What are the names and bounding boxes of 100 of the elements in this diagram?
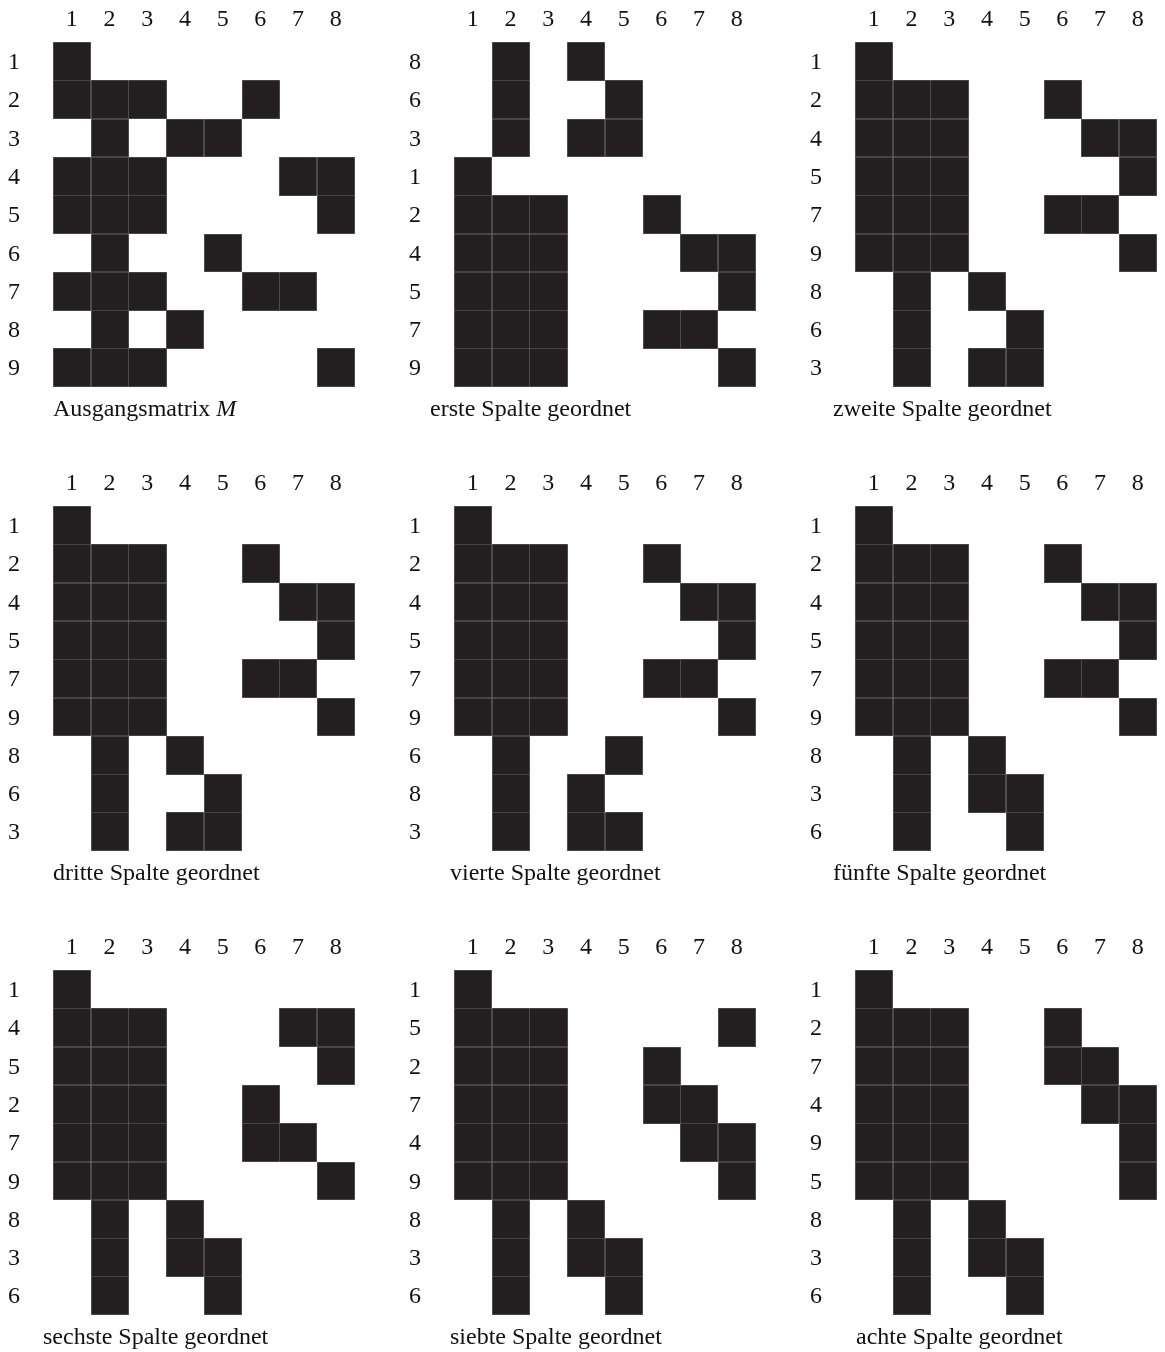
row-number: 4 (810, 587, 822, 616)
row-number: 8 (8, 315, 20, 344)
column-number: 1 (64, 932, 79, 960)
column-number: 6 (1055, 4, 1070, 32)
column-number: 4 (979, 4, 994, 32)
matrix-caption: erste Spalte geordnet (430, 394, 632, 422)
row-number: 4 (8, 587, 20, 616)
column-number: 8 (1130, 4, 1145, 32)
column-number: 5 (215, 932, 230, 960)
row-number: 5 (409, 276, 421, 305)
column-number: 8 (328, 468, 343, 496)
matrix-caption: sechste Spalte geordnet (43, 1322, 269, 1350)
column-number: 2 (503, 932, 518, 960)
row-number: 3 (810, 779, 822, 808)
column-number: 5 (616, 932, 631, 960)
column-number: 6 (1055, 932, 1070, 960)
column-number: 2 (503, 468, 518, 496)
column-number: 3 (541, 4, 556, 32)
row-number: 9 (409, 702, 421, 731)
column-number: 5 (616, 468, 631, 496)
row-number: 9 (409, 353, 421, 382)
column-number: 1 (465, 932, 480, 960)
row-number: 4 (409, 1128, 421, 1157)
column-number: 6 (253, 468, 268, 496)
row-number: 5 (810, 625, 822, 654)
row-number: 7 (810, 200, 822, 229)
row-number: 7 (8, 276, 20, 305)
row-number: 5 (409, 1013, 421, 1042)
row-number: 1 (409, 975, 421, 1003)
row-number: 2 (810, 85, 822, 114)
row-number: 8 (810, 276, 822, 305)
column-number: 4 (177, 4, 192, 32)
row-number: 3 (409, 1243, 421, 1272)
row-number: 8 (8, 740, 20, 769)
column-number: 8 (328, 932, 343, 960)
row-number: 6 (8, 1281, 20, 1310)
matrix-caption: vierte Spalte geordnet (450, 858, 661, 886)
column-number: 1 (64, 4, 79, 32)
column-number: 4 (177, 932, 192, 960)
column-number: 7 (1093, 4, 1108, 32)
row-number: 1 (810, 511, 822, 539)
column-number: 6 (654, 4, 669, 32)
row-number: 9 (8, 702, 20, 731)
matrix-caption: fünfte Spalte geordnet (833, 858, 1047, 886)
row-number: 6 (409, 85, 421, 114)
column-number: 6 (1055, 468, 1070, 496)
column-number: 7 (692, 4, 707, 32)
column-number: 2 (904, 4, 919, 32)
column-number: 3 (140, 468, 155, 496)
row-number: 5 (810, 161, 822, 190)
row-number: 2 (8, 549, 20, 578)
row-number: 6 (8, 779, 20, 808)
column-number: 5 (215, 4, 230, 32)
row-number: 6 (8, 238, 20, 267)
column-number: 3 (942, 468, 957, 496)
row-number: 4 (8, 161, 20, 190)
column-number: 3 (541, 932, 556, 960)
column-number: 4 (979, 932, 994, 960)
row-number: 2 (8, 85, 20, 114)
column-number: 6 (253, 4, 268, 32)
row-number: 4 (409, 238, 421, 267)
column-number: 1 (866, 932, 881, 960)
column-number: 7 (692, 468, 707, 496)
row-number: 1 (409, 511, 421, 539)
row-number: 3 (8, 123, 20, 152)
row-number: 9 (810, 1128, 822, 1157)
row-number: 3 (810, 1243, 822, 1272)
row-number: 7 (8, 1128, 20, 1157)
row-number: 4 (810, 1089, 822, 1118)
column-number: 1 (465, 4, 480, 32)
column-number: 2 (102, 468, 117, 496)
row-number: 5 (8, 1051, 20, 1080)
column-number: 3 (541, 468, 556, 496)
column-number: 4 (578, 468, 593, 496)
column-number: 7 (291, 932, 306, 960)
row-number: 8 (409, 47, 421, 75)
row-number: 9 (8, 1166, 20, 1195)
column-number: 7 (291, 4, 306, 32)
row-number: 1 (810, 47, 822, 75)
row-number: 2 (8, 1089, 20, 1118)
row-number: 3 (8, 817, 20, 846)
matrix-caption: Ausgangsmatrix M (53, 394, 237, 422)
column-number: 8 (1130, 468, 1145, 496)
matrix-caption: dritte Spalte geordnet (53, 858, 260, 886)
row-number: 2 (810, 549, 822, 578)
column-number: 8 (729, 932, 744, 960)
row-number: 3 (8, 1243, 20, 1272)
column-number: 1 (465, 468, 480, 496)
row-number: 1 (8, 975, 20, 1003)
row-number: 4 (8, 1013, 20, 1042)
row-number: 7 (409, 1089, 421, 1118)
column-number: 1 (866, 468, 881, 496)
row-number: 8 (810, 740, 822, 769)
row-number: 5 (409, 625, 421, 654)
column-number: 1 (866, 4, 881, 32)
row-number: 7 (409, 315, 421, 344)
row-number: 3 (409, 817, 421, 846)
column-number: 8 (328, 4, 343, 32)
row-number: 1 (810, 975, 822, 1003)
row-number: 1 (8, 47, 20, 75)
